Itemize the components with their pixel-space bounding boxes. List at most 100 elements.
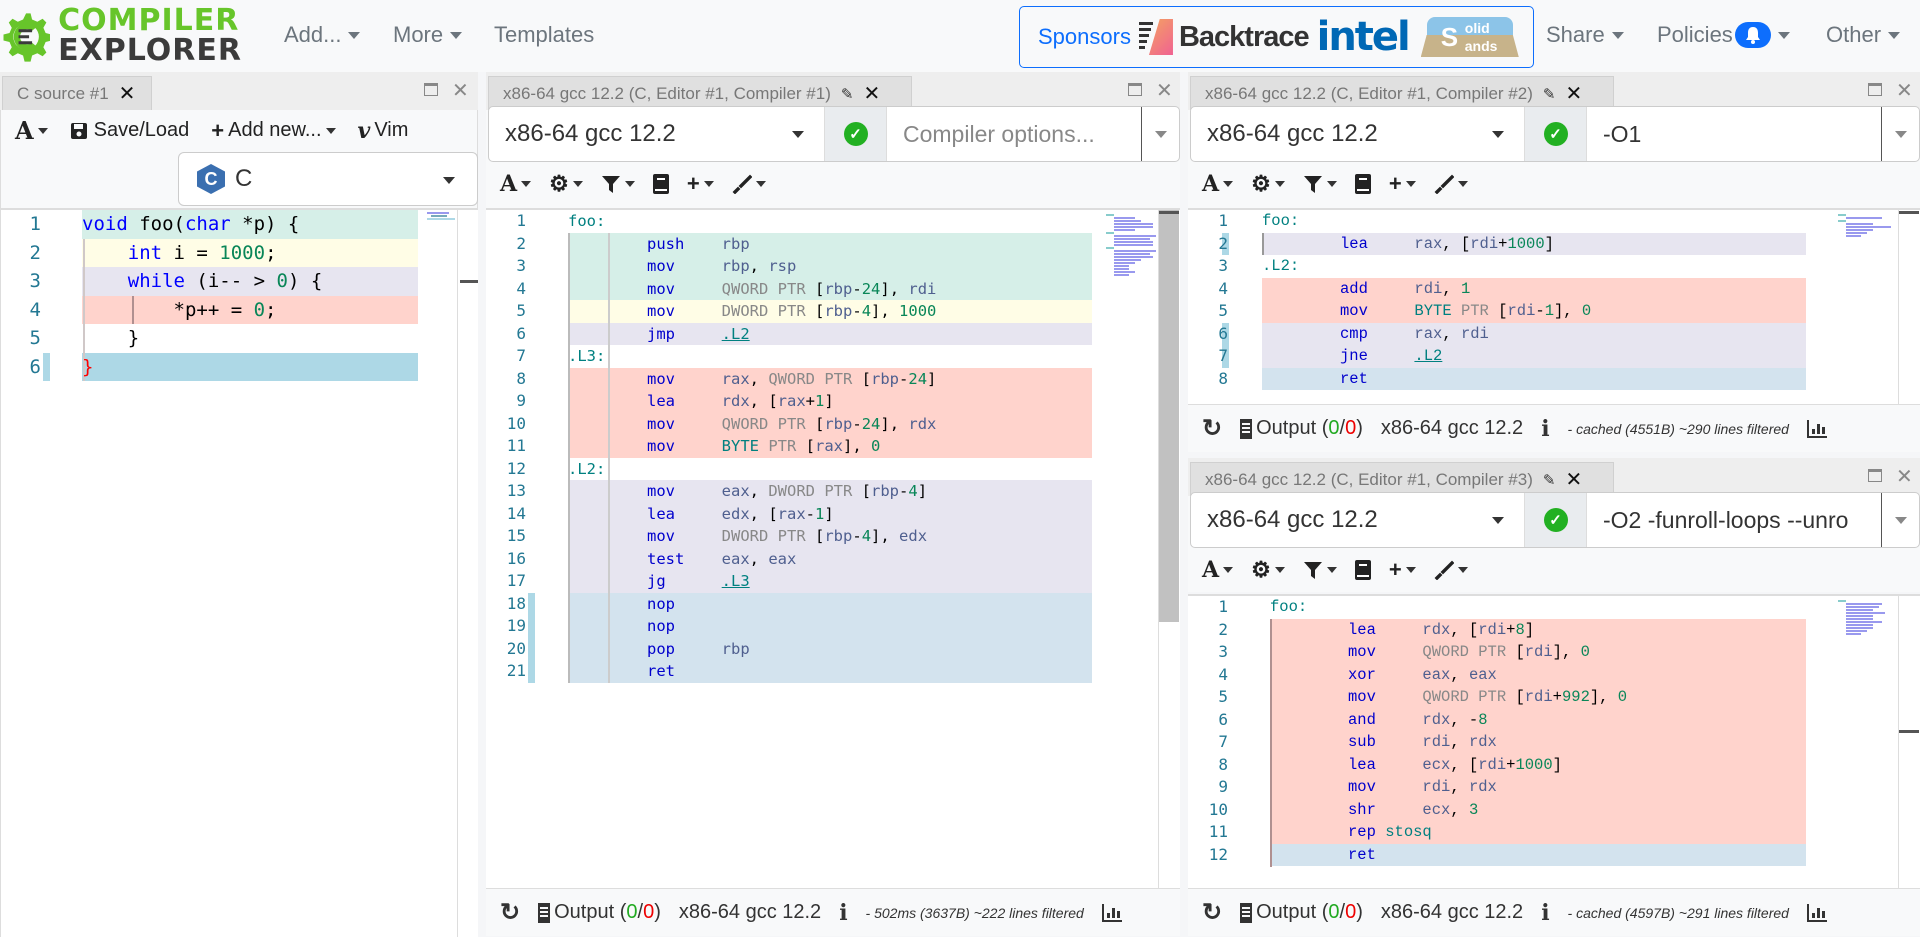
compiler-select[interactable]: x86-64 gcc 12.2 <box>489 107 825 161</box>
font-size-button[interactable]: A <box>15 116 48 145</box>
close-icon[interactable]: ✕ <box>1896 466 1913 488</box>
line-number: 15 <box>506 526 526 545</box>
scrollbar[interactable] <box>1898 596 1920 888</box>
tab-c-source[interactable]: C source #1 ✕ <box>2 76 152 110</box>
close-icon[interactable]: ✕ <box>1156 80 1173 102</box>
tools-button[interactable] <box>1434 560 1468 580</box>
close-icon[interactable]: ✕ <box>1896 80 1913 102</box>
policies-menu[interactable]: Policies <box>1657 22 1790 48</box>
settings-button[interactable]: ⚙ <box>1251 171 1285 197</box>
edit-pencil-icon[interactable]: ✎ <box>1542 85 1556 103</box>
options-dropdown-button[interactable] <box>1881 493 1919 547</box>
asm-text: jg .L3 <box>647 572 750 590</box>
language-select[interactable]: C C <box>178 152 478 206</box>
output-button[interactable]: Output (0/0) <box>1240 901 1363 924</box>
libraries-button[interactable] <box>652 174 669 194</box>
more-menu[interactable]: More <box>393 22 463 48</box>
compiler-select[interactable]: x86-64 gcc 12.2 <box>1191 493 1525 547</box>
compiler-options-input[interactable]: -O1 <box>1587 107 1881 161</box>
templates-link[interactable]: Templates <box>494 22 594 48</box>
options-dropdown-button[interactable] <box>1881 107 1919 161</box>
output-button[interactable]: Output (0/0) <box>1240 417 1363 440</box>
edit-pencil-icon[interactable]: ✎ <box>840 85 854 103</box>
vim-button[interactable]: v Vim <box>358 118 409 144</box>
filter-button[interactable] <box>1303 560 1337 580</box>
add-new-button[interactable]: + Add new... <box>211 118 336 144</box>
bar-chart-icon[interactable] <box>1806 419 1827 438</box>
bar-chart-icon[interactable] <box>1806 903 1827 922</box>
close-icon[interactable]: ✕ <box>452 80 469 102</box>
filter-button[interactable] <box>1303 174 1337 194</box>
asm-text: mov rax, QWORD PTR [rbp-24] <box>647 369 937 388</box>
settings-button[interactable]: ⚙ <box>549 171 583 197</box>
tools-button[interactable] <box>1434 174 1468 194</box>
chevron-down-icon <box>1274 567 1285 573</box>
minimap[interactable] <box>425 210 459 230</box>
scrollbar[interactable] <box>1158 210 1180 888</box>
maximize-icon[interactable] <box>424 83 438 96</box>
compiler-name: x86-64 gcc 12.2 <box>1207 506 1378 533</box>
filter-button[interactable] <box>601 174 635 194</box>
maximize-icon[interactable] <box>1868 83 1882 96</box>
info-icon[interactable]: i <box>839 899 848 926</box>
asm-text: ret <box>1348 845 1376 864</box>
bar-chart-icon[interactable] <box>1101 903 1122 922</box>
minimap[interactable] <box>1834 598 1894 640</box>
close-icon[interactable]: ✕ <box>863 83 881 105</box>
compiler-options-input[interactable]: -O2 -funroll-loops --unro <box>1587 493 1881 547</box>
close-icon[interactable]: ✕ <box>118 83 136 105</box>
language-label: C <box>235 165 253 192</box>
libraries-button[interactable] <box>1354 174 1371 194</box>
tools-button[interactable] <box>732 174 766 194</box>
sponsor-backtrace[interactable]: Backtrace <box>1178 20 1310 53</box>
libraries-button[interactable] <box>1354 560 1371 580</box>
maximize-icon[interactable] <box>1128 83 1142 96</box>
add-tool-button[interactable]: + <box>1389 557 1416 583</box>
refresh-icon[interactable]: ↻ <box>1202 899 1223 926</box>
asm-text: mov BYTE PTR [rax], 0 <box>647 437 881 455</box>
maximize-icon[interactable] <box>1868 469 1882 482</box>
compiler-options-input[interactable]: Compiler options... <box>887 107 1141 161</box>
info-icon[interactable]: i <box>1541 415 1550 442</box>
edit-pencil-icon[interactable]: ✎ <box>1542 471 1556 489</box>
sponsors-box[interactable]: Sponsors Backtrace intel S olid ands <box>1019 6 1534 68</box>
compiler-select[interactable]: x86-64 gcc 12.2 <box>1191 107 1525 161</box>
filter-icon <box>1303 562 1322 579</box>
error-count: 0 <box>1345 417 1357 439</box>
output-button[interactable]: Output (0/0) <box>538 901 661 924</box>
refresh-icon[interactable]: ↻ <box>500 899 521 926</box>
info-icon[interactable]: i <box>1541 899 1550 926</box>
tab-compiler-2[interactable]: x86-64 gcc 12.2 (C, Editor #1, Compiler … <box>1190 76 1614 110</box>
other-menu[interactable]: Other <box>1826 22 1901 48</box>
tab-compiler-1[interactable]: x86-64 gcc 12.2 (C, Editor #1, Compiler … <box>488 76 912 110</box>
sponsor-intel[interactable]: intel <box>1316 14 1411 60</box>
tab-title: x86-64 gcc 12.2 (C, Editor #1, Compiler … <box>1205 469 1533 489</box>
scrollbar[interactable] <box>457 210 478 937</box>
close-icon[interactable]: ✕ <box>1565 83 1583 105</box>
share-menu[interactable]: Share <box>1546 22 1624 48</box>
save-load-button[interactable]: Save/Load <box>70 119 189 142</box>
settings-button[interactable]: ⚙ <box>1251 557 1285 583</box>
scrollbar[interactable] <box>1898 210 1920 404</box>
font-size-button[interactable]: A <box>1202 171 1234 197</box>
add-tool-button[interactable]: + <box>1389 171 1416 197</box>
minimap[interactable] <box>1102 212 1162 281</box>
add-tool-button[interactable]: + <box>687 171 714 197</box>
compiler-explorer-logo[interactable]: COMPILER EXPLORER <box>2 2 242 70</box>
refresh-icon[interactable]: ↻ <box>1202 415 1223 442</box>
book-icon <box>1354 174 1371 194</box>
compiler-name: x86-64 gcc 12.2 <box>505 120 676 147</box>
options-dropdown-button[interactable] <box>1141 107 1179 161</box>
minimap[interactable] <box>1834 212 1894 242</box>
source-editor[interactable]: 1 void foo(char *p) { 2 int i = 1000; 3 … <box>0 208 478 937</box>
tab-compiler-3[interactable]: x86-64 gcc 12.2 (C, Editor #1, Compiler … <box>1190 462 1614 496</box>
close-icon[interactable]: ✕ <box>1565 469 1583 491</box>
add-menu[interactable]: Add... <box>284 22 361 48</box>
font-size-button[interactable]: A <box>500 171 532 197</box>
sponsor-solid-sands[interactable]: S olid ands <box>1420 17 1519 57</box>
font-size-button[interactable]: A <box>1202 557 1234 583</box>
